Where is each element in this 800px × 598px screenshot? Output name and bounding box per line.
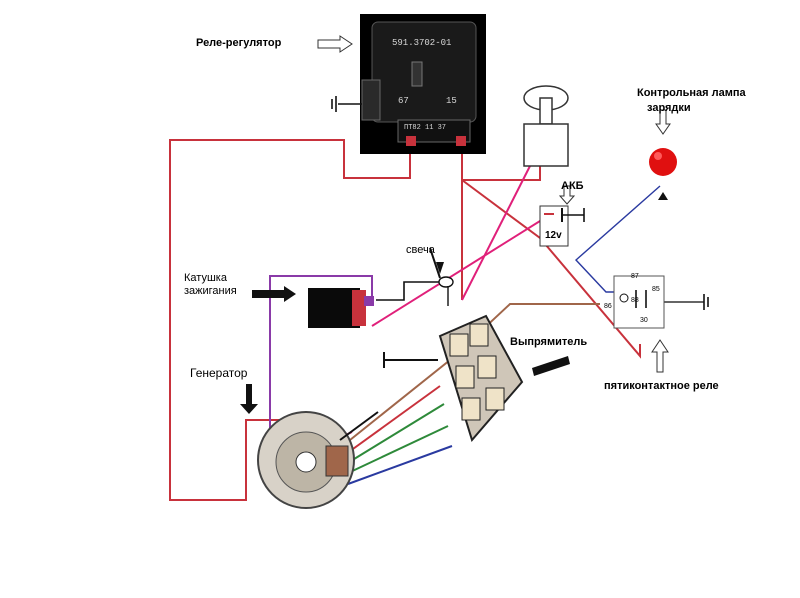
regulator-bottom-code: ПТ82 11 37 — [404, 124, 447, 132]
coil-terminal-purple — [364, 296, 374, 306]
rectifier-plate-3 — [455, 365, 475, 389]
relay-coil — [619, 293, 629, 303]
regulator-body — [371, 21, 477, 123]
wire-black-coil-to-plug — [376, 281, 440, 301]
regulator-label-arrow — [317, 35, 353, 53]
wire-purple-coil-top — [270, 275, 373, 300]
wire-red-generator-to-rectifier — [345, 385, 441, 455]
regulator-terminal-left — [406, 136, 416, 146]
regulator-switch — [411, 61, 423, 87]
wire-red-regulator-to-generator — [169, 139, 411, 501]
generator-ground-pin — [339, 411, 379, 441]
wire-red-junction-to-relay — [461, 179, 641, 359]
generator-hub — [295, 451, 317, 473]
rectifier-plate-5 — [461, 397, 481, 421]
relay-pin-30: 30 — [640, 317, 648, 324]
label-regulator: Реле-регулятор — [196, 37, 282, 49]
plug-tip-arrow — [436, 262, 444, 274]
wire-red-regulator-to-junction — [461, 140, 541, 181]
label-coil-line1: Катушка — [184, 272, 227, 284]
regulator-terminal-67: 67 — [398, 96, 409, 106]
relay-pin-86: 86 — [604, 303, 612, 310]
label-relay: пятиконтактное реле — [604, 380, 719, 392]
lamp-ground-arrow — [658, 192, 668, 200]
wire-magenta-ignition-to-rectifier — [461, 165, 531, 301]
label-charge-lamp: Контрольная лампа зарядки — [637, 86, 746, 116]
ignition-coil — [252, 286, 374, 328]
label-rectifier: Выпрямитель — [510, 336, 588, 348]
relay-body — [613, 275, 665, 329]
lamp-bulb — [649, 148, 677, 176]
plug-body — [438, 276, 454, 288]
relay-label-arrow — [651, 339, 669, 373]
regulator-model-text: 591.3702-01 — [392, 38, 452, 48]
wire-purple-coil-to-generator — [269, 275, 308, 430]
spark-plug — [429, 247, 454, 306]
label-generator: Генератор — [190, 366, 248, 380]
voltage-regulator — [360, 14, 486, 154]
label-charge-lamp-line2: зарядки — [647, 102, 691, 114]
generator-terminal-block — [325, 445, 349, 477]
charge-lamp — [649, 109, 677, 200]
label-charge-lamp-line1: Контрольная лампа — [637, 87, 746, 99]
label-battery: АКБ — [561, 180, 584, 192]
regulator-terminal-15: 15 — [446, 96, 457, 106]
regulator-terminal-right — [456, 136, 466, 146]
lamp-highlight — [654, 152, 662, 160]
five-pin-relay — [613, 275, 709, 373]
relay-pin-87: 87 — [631, 273, 639, 280]
coil-cap-red — [352, 290, 366, 326]
generator — [240, 384, 379, 509]
rectifier — [383, 314, 570, 443]
label-spark-plug: свеча — [406, 244, 435, 256]
ignition-switch — [523, 85, 569, 167]
ignition-key-shaft — [539, 97, 553, 125]
generator-label-arrow — [240, 384, 258, 414]
lamp-label-arrow — [655, 109, 671, 135]
rectifier-plate-4 — [477, 355, 497, 379]
battery-label-arrow — [558, 185, 576, 205]
wire-magenta-battery-to-coil — [371, 215, 549, 327]
regulator-mount-tab — [361, 79, 381, 121]
relay-pin-85: 85 — [652, 286, 660, 293]
rectifier-label-arrow — [532, 356, 570, 376]
battery — [539, 185, 585, 247]
rectifier-plate-6 — [485, 387, 505, 411]
wire-green-generator-to-rectifier-b — [345, 425, 449, 475]
regulator-ground — [331, 96, 362, 112]
ignition-body — [523, 123, 569, 167]
relay-pin-88: 88 — [631, 297, 639, 304]
label-ignition-coil: Катушка зажигания — [184, 272, 237, 298]
coil-body — [308, 288, 360, 328]
label-battery-voltage: 12v — [545, 230, 562, 241]
plug-lead — [429, 247, 441, 279]
wire-blue-generator-to-rectifier — [347, 445, 453, 485]
coil-label-arrow — [252, 286, 296, 302]
battery-body — [539, 205, 569, 247]
rectifier-plate-2 — [469, 323, 489, 347]
label-coil-line2: зажигания — [184, 285, 237, 297]
wire-green-generator-to-rectifier-a — [345, 403, 445, 465]
rectifier-plate-1 — [449, 333, 469, 357]
